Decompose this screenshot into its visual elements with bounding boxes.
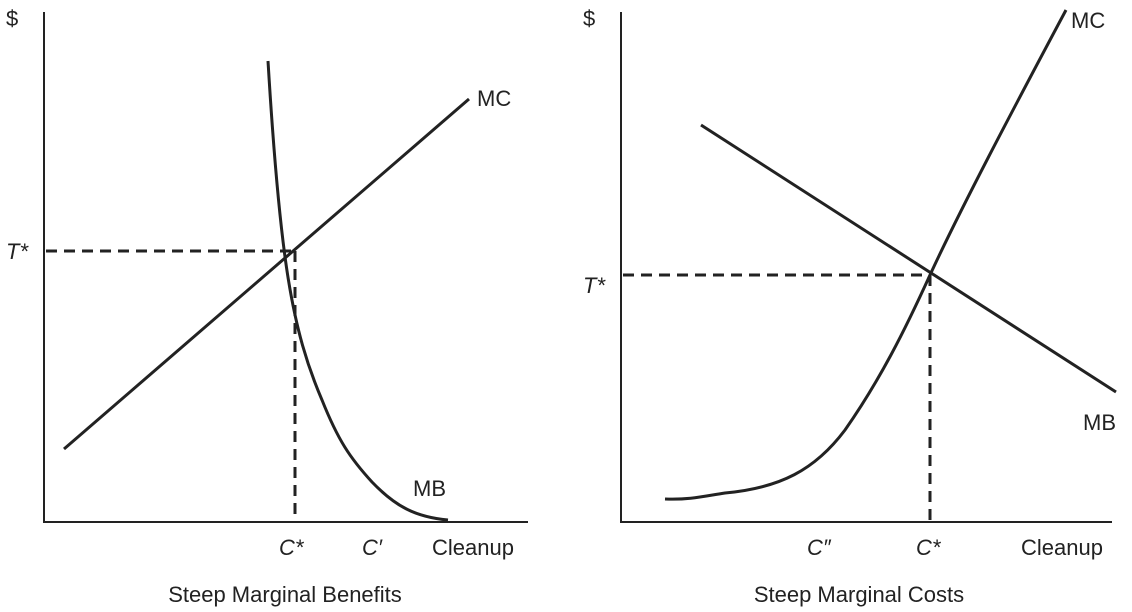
panel-steep-marginal-benefits: $ MC MB T* C* C′ Cleanup Steep Marginal …	[6, 6, 528, 607]
right-x-tick-c-star: C*	[916, 535, 942, 560]
left-x-axis-label: Cleanup	[432, 535, 514, 560]
left-caption: Steep Marginal Benefits	[168, 582, 402, 607]
left-y-axis-label: $	[6, 6, 18, 31]
right-price-label: T*	[583, 273, 606, 298]
right-mc-curve	[664, 9, 1068, 501]
left-mb-label: MB	[413, 476, 446, 501]
right-y-axis-label: $	[583, 6, 595, 31]
left-mc-label: MC	[477, 86, 511, 111]
left-price-label: T*	[6, 239, 29, 264]
left-axes	[43, 12, 528, 523]
left-mc-curve	[63, 97, 470, 451]
right-axes	[620, 12, 1112, 523]
left-mb-curve	[266, 60, 449, 522]
left-x-tick-c-star: C*	[279, 535, 305, 560]
right-caption: Steep Marginal Costs	[754, 582, 964, 607]
right-mb-curve	[700, 123, 1117, 394]
left-x-tick-c-prime: C′	[362, 535, 383, 560]
right-x-axis-label: Cleanup	[1021, 535, 1103, 560]
right-mc-label: MC	[1071, 8, 1105, 33]
right-x-tick-c-double-prime: C″	[807, 535, 832, 560]
panel-steep-marginal-costs: $ MB MC T* C″ C* Cleanup Steep Marginal …	[583, 6, 1117, 607]
right-mb-label: MB	[1083, 410, 1116, 435]
